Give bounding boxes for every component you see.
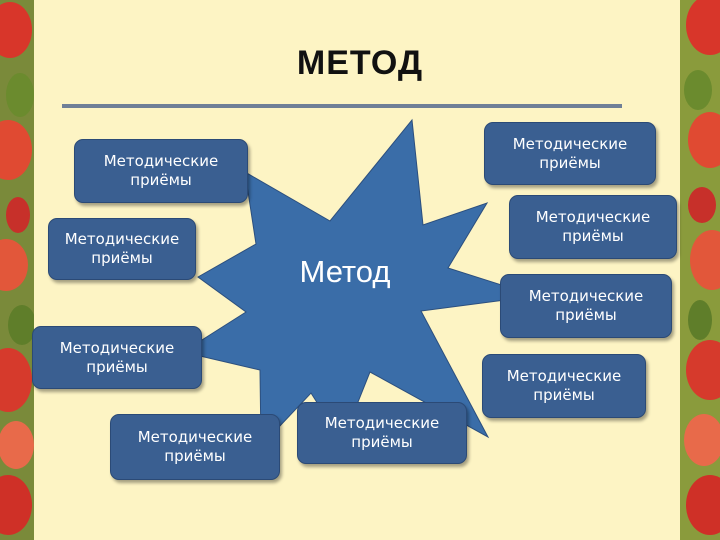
technique-box: Методические приёмы (48, 218, 196, 280)
technique-box: Методические приёмы (297, 402, 467, 464)
technique-box: Методические приёмы (484, 122, 656, 185)
slide-title: МЕТОД (0, 44, 720, 83)
technique-box: Методические приёмы (32, 326, 202, 389)
technique-box: Методические приёмы (74, 139, 248, 203)
technique-box: Методические приёмы (110, 414, 280, 480)
title-underline (62, 104, 622, 108)
center-method-label: Метод (282, 254, 408, 290)
technique-box: Методические приёмы (482, 354, 646, 418)
technique-box: Методические приёмы (500, 274, 672, 338)
technique-box: Методические приёмы (509, 195, 677, 259)
